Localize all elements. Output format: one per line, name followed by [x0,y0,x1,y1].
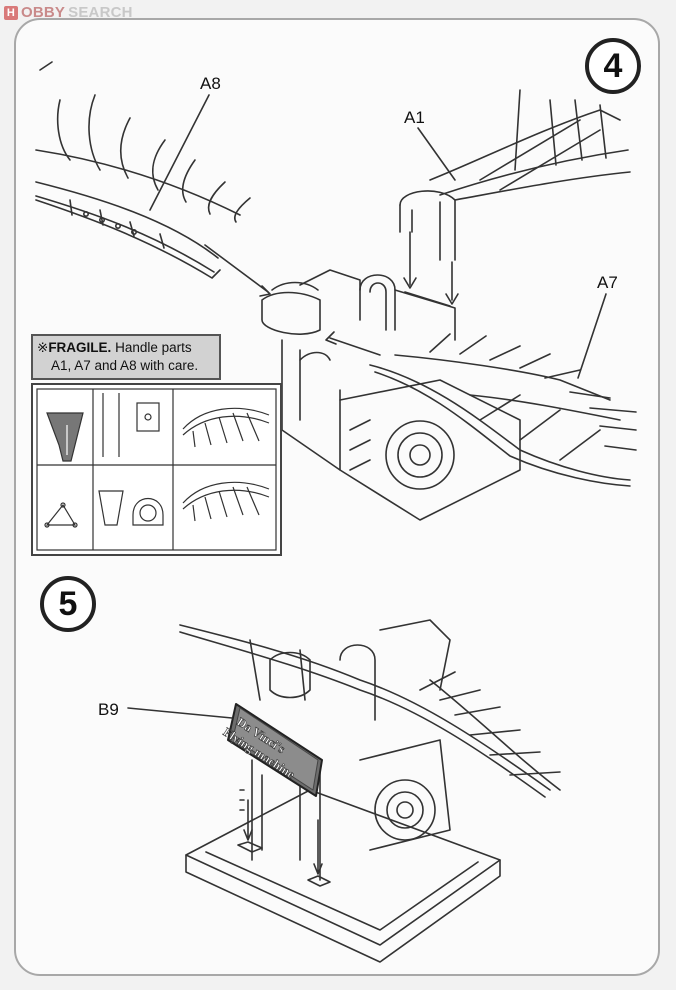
fragile-note-text1: Handle parts [111,340,192,355]
assembly-arrows-step4 [204,231,459,356]
leader-a1 [417,127,456,181]
part-label-b9: B9 [98,700,119,719]
watermark-brand-part1: OBBY [21,4,66,21]
body-frame-step4 [261,269,521,521]
leader-b9 [127,707,233,719]
sprue-parts-inset [31,383,282,556]
part-label-a1: A1 [404,108,425,127]
fragile-warning-note: ※FRAGILE. Handle parts A1, A7 and A8 wit… [31,334,221,380]
leader-a8 [149,94,210,211]
watermark-badge: H [4,5,18,20]
step-5-number: 5 [40,576,96,632]
part-label-a8: A8 [200,74,221,93]
hobby-search-watermark: H OBBY SEARCH [4,4,133,21]
wing-a8-drawing [35,61,251,279]
leader-a7 [577,293,607,379]
fragile-warning-label: FRAGILE. [48,340,112,355]
step-4-number: 4 [585,38,641,94]
sprue-diagram [36,388,277,551]
part-label-a7: A7 [597,273,618,292]
fragile-note-line1: ※FRAGILE. Handle parts [37,339,215,357]
watermark-brand-part2: SEARCH [68,4,133,21]
fragile-note-line2: A1, A7 and A8 with care. [51,358,199,373]
wing-a7-drawing [369,333,637,487]
assembly-step5-drawing [179,619,561,963]
part-a1-drawing [399,89,631,261]
reference-mark-icon: ※ [37,340,49,355]
